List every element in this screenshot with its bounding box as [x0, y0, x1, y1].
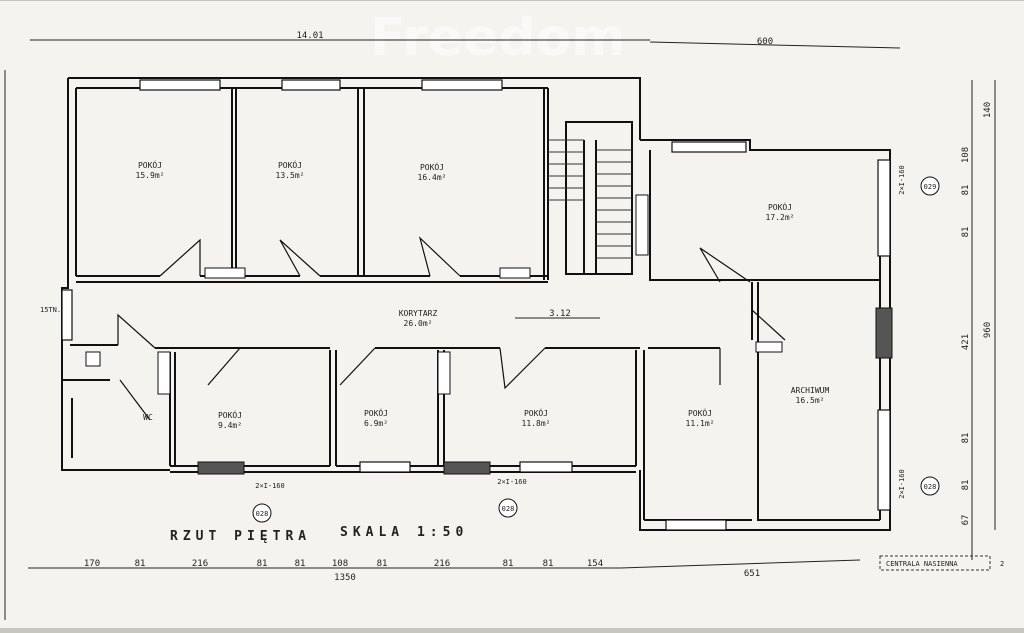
- dim-bottom-11: 154: [587, 559, 603, 569]
- dim-right-9: 67: [961, 515, 971, 526]
- room-1-area: 15.9m²: [136, 171, 165, 180]
- dim-bottom-5: 81: [295, 559, 306, 569]
- room-2-name: POKÓJ: [278, 159, 302, 170]
- room-6-area: 6.9m²: [364, 419, 388, 428]
- dim-bottom-right: 651: [744, 569, 760, 579]
- dim-bottom-9: 81: [503, 559, 514, 569]
- scale-label: SKALA 1:50: [340, 525, 468, 540]
- corridor-name: KORYTARZ: [399, 309, 438, 318]
- dim-right-1: 140: [983, 102, 993, 118]
- dim-right-6: 960: [983, 322, 993, 338]
- right-dimensions: 140 108 81 81 421 960 81 81 67: [961, 102, 993, 526]
- chimney-blocks: [85, 194, 893, 475]
- dim-bottom-2: 81: [135, 559, 146, 569]
- beam-label-a: 2×I-160: [255, 482, 285, 490]
- dim-bottom-6: 108: [332, 559, 348, 569]
- dim-bottom-10: 81: [543, 559, 554, 569]
- watermark: Freedom: [370, 8, 626, 68]
- dim-bottom-total: 1350: [334, 573, 356, 583]
- dim-right-3: 81: [961, 185, 971, 196]
- dim-right-8: 81: [961, 480, 971, 491]
- room-4-name: POKÓJ: [768, 201, 792, 212]
- windows: [61, 79, 891, 531]
- dim-right-7: 81: [961, 433, 971, 444]
- room-5-area: 9.4m²: [218, 421, 242, 430]
- dimension-lines: [4, 39, 996, 620]
- dim-right-4: 81: [961, 227, 971, 238]
- bottom-dimensions: 170 81 216 81 81 108 81 216 81 81 154 13…: [84, 559, 760, 583]
- section-028-b: 028: [502, 505, 515, 513]
- stn-note: 15TN.: [40, 306, 61, 314]
- room-6-name: POKÓJ: [364, 407, 388, 418]
- dim-bottom-4: 81: [257, 559, 268, 569]
- archive-name: ARCHIWUM: [791, 386, 830, 395]
- door-swings: [117, 236, 786, 421]
- dim-right-2: 108: [961, 147, 971, 163]
- room-2-area: 13.5m²: [276, 171, 305, 180]
- stamp-text: CENTRALA NASIENNA: [886, 560, 958, 568]
- beam-label-b: 2×I-160: [497, 478, 527, 486]
- beam-label-d: 2×I-160: [898, 469, 906, 499]
- dim-top-total: 14.01: [296, 31, 323, 41]
- archive-area: 16.5m²: [796, 396, 825, 405]
- section-markers: [252, 176, 940, 523]
- room-7-area: 11.8m²: [522, 419, 551, 428]
- stairs: [548, 139, 632, 259]
- sheet-number: 2: [1000, 560, 1004, 568]
- stair-height-label: 3.12: [549, 309, 571, 319]
- walls: [61, 77, 891, 531]
- room-5-name: POKÓJ: [218, 409, 242, 420]
- dim-bottom-8: 216: [434, 559, 450, 569]
- section-028-c: 028: [924, 483, 937, 491]
- beam-label-c: 2×I-160: [898, 165, 906, 195]
- wc-label: WC: [143, 413, 153, 422]
- dim-bottom-3: 216: [192, 559, 208, 569]
- room-8-name: POKÓJ: [688, 407, 712, 418]
- room-3-name: POKÓJ: [420, 161, 444, 172]
- dim-top-right: 600: [757, 37, 773, 47]
- corridor-area: 26.0m²: [404, 319, 433, 328]
- room-1-name: POKÓJ: [138, 159, 162, 170]
- room-3-area: 16.4m²: [418, 173, 447, 182]
- room-8-area: 11.1m²: [686, 419, 715, 428]
- dim-bottom-1: 170: [84, 559, 100, 569]
- plan-title: RZUT PIĘTRA: [170, 529, 311, 544]
- room-4-area: 17.2m²: [766, 213, 795, 222]
- dim-bottom-7: 81: [377, 559, 388, 569]
- section-029: 029: [924, 183, 937, 191]
- dim-right-5: 421: [961, 334, 971, 350]
- room-7-name: POKÓJ: [524, 407, 548, 418]
- section-028-a: 028: [256, 510, 269, 518]
